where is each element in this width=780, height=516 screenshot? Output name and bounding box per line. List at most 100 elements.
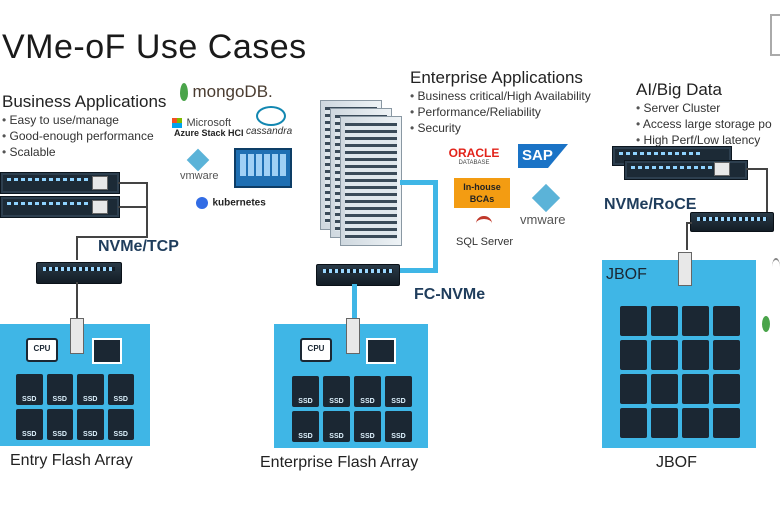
ssd-drive: [713, 374, 740, 404]
ssd-grid: SSD SSD SSD SSD SSD SSD SSD SSD: [16, 374, 134, 440]
inhouse-bcas-badge: In-house BCAs: [454, 178, 510, 208]
cable: [76, 236, 148, 238]
ssd-drive: [651, 340, 678, 370]
ssd-drive: SSD: [107, 409, 134, 440]
vmware-logo: vmware: [180, 148, 224, 182]
ssd-drive: SSD: [292, 411, 319, 442]
cable: [118, 182, 148, 184]
protocol-nvme-roce: NVMe/RoCE: [604, 196, 697, 213]
sqlserver-logo: SQL Server: [454, 216, 514, 250]
aibig-switch: [690, 212, 774, 232]
ssd-drive: SSD: [323, 376, 350, 407]
business-server-2: [0, 196, 120, 218]
ssd-drive: SSD: [354, 376, 381, 407]
business-bullets: Easy to use/manage Good-enough performan…: [2, 112, 154, 160]
ssd-drive: SSD: [385, 376, 412, 407]
ssd-drive: SSD: [16, 409, 43, 440]
page-title: VMe-oF Use Cases: [2, 28, 307, 66]
aibig-heading: AI/Big Data: [636, 80, 722, 99]
memory-chip-icon: [366, 338, 396, 364]
ssd-drive: [620, 408, 647, 438]
caption-entry-flash-array: Entry Flash Array: [10, 452, 133, 469]
aibig-bullets: Server Cluster Access large storage po H…: [636, 100, 780, 148]
business-switch: [36, 262, 122, 284]
ssd-drive: [651, 306, 678, 336]
partial-logo: [772, 258, 780, 276]
ssd-drive: [620, 340, 647, 370]
server-connector: [92, 200, 108, 214]
ssd-drive: [713, 340, 740, 370]
cable: [686, 222, 692, 224]
cable: [118, 206, 148, 208]
cassandra-logo: cassandra: [244, 104, 294, 140]
aibig-bullet: Access large storage po: [636, 116, 780, 132]
cpu-chip-icon: CPU: [26, 338, 58, 362]
caption-enterprise-flash-array: Enterprise Flash Array: [260, 454, 419, 471]
kubernetes-logo: kubernetes: [196, 194, 266, 212]
vmware-logo: vmware: [518, 183, 578, 230]
protocol-fc-nvme: FC-NVMe: [414, 286, 486, 303]
kubernetes-wheel-icon: [196, 196, 208, 209]
ssd-drive: [713, 408, 740, 438]
business-bullet: Easy to use/manage: [2, 112, 154, 128]
cassandra-eye-icon: [256, 106, 286, 126]
protocol-nvme-tcp: NVMe/TCP: [98, 238, 179, 255]
aibig-bullet: High Perf/Low latency: [636, 132, 780, 148]
azure-stack-label: Azure Stack HCI: [174, 128, 244, 138]
ssd-drive: [682, 374, 709, 404]
ssd-drive: SSD: [46, 409, 73, 440]
corner-decoration: [770, 14, 780, 56]
fc-link: [352, 284, 357, 320]
ssd-drive: [651, 374, 678, 404]
business-bullet: Scalable: [2, 144, 154, 160]
oracle-logo: ORACLE DATABASE: [448, 146, 500, 166]
ssd-drive: SSD: [77, 374, 104, 405]
ssd-drive: SSD: [292, 376, 319, 407]
cable: [76, 236, 78, 260]
ssd-drive: [620, 306, 647, 336]
jbof-label: JBOF: [606, 266, 647, 283]
mongodb-logo: mongoDB.: [180, 82, 273, 102]
enterprise-heading: Enterprise Applications: [410, 68, 583, 87]
ssd-grid: SSD SSD SSD SSD SSD SSD SSD SSD: [292, 376, 412, 442]
business-bullet: Good-enough performance: [2, 128, 154, 144]
fc-link: [400, 180, 438, 185]
array-connector: [346, 318, 360, 354]
ssd-drive: SSD: [46, 374, 73, 405]
enterprise-bullet: Business critical/High Availability: [410, 88, 591, 104]
server-rack: [340, 116, 402, 246]
ssd-drive: SSD: [107, 374, 134, 405]
ssd-drive: SSD: [16, 374, 43, 405]
ssd-drive: [713, 306, 740, 336]
ssd-drive: SSD: [385, 411, 412, 442]
enterprise-bullet: Security: [410, 120, 591, 136]
ssd-drive: SSD: [354, 411, 381, 442]
array-connector: [70, 318, 84, 354]
jbof-enclosure: JBOF: [602, 260, 756, 448]
ssd-drive: [682, 306, 709, 336]
cable: [686, 222, 688, 250]
ssd-drive: SSD: [77, 409, 104, 440]
ssd-drive: SSD: [323, 411, 350, 442]
ssd-drive: [651, 408, 678, 438]
partial-logo: [762, 316, 770, 332]
sqlserver-swirl-icon: [476, 216, 492, 231]
fc-link: [396, 268, 438, 273]
vmware-diamond-icon: [531, 183, 561, 213]
fc-link: [433, 180, 438, 272]
caption-jbof: JBOF: [656, 454, 697, 471]
ssd-drive: [682, 340, 709, 370]
dashboard-thumbnail: [234, 148, 292, 188]
cable: [146, 182, 148, 238]
windows-icon: [172, 117, 182, 128]
cable: [766, 168, 768, 212]
enterprise-switch: [316, 264, 400, 286]
microsoft-logo: Microsoft: [172, 114, 231, 132]
jbof-connector: [678, 252, 692, 286]
memory-chip-icon: [92, 338, 122, 364]
ssd-grid: [620, 306, 740, 438]
ssd-drive: [620, 374, 647, 404]
enterprise-bullet: Performance/Reliability: [410, 104, 591, 120]
server-connector: [714, 162, 730, 176]
cpu-chip-icon: CPU: [300, 338, 332, 362]
